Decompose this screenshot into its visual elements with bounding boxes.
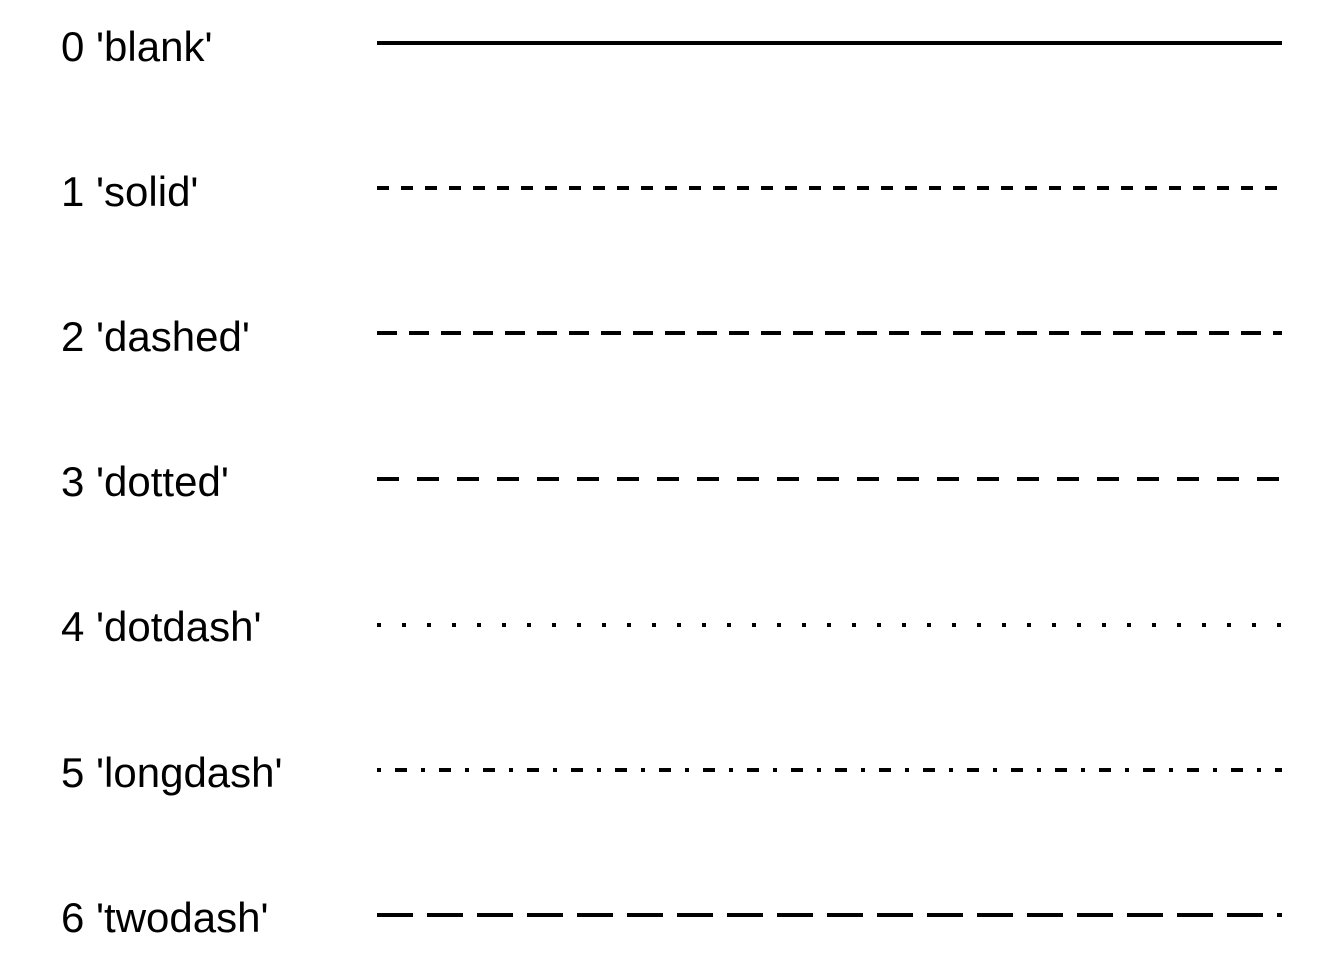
linetype-label-2: 2 'dashed' (61, 313, 250, 360)
linetype-label-5: 5 'longdash' (61, 749, 283, 796)
linetype-label-3: 3 'dotted' (61, 458, 229, 505)
linetype-row-1: 1 'solid' (61, 168, 1282, 215)
linetype-row-5: 5 'longdash' (61, 749, 1282, 796)
linetype-label-6: 6 'twodash' (61, 894, 269, 941)
linetype-row-3: 3 'dotted' (61, 458, 1282, 505)
linetype-row-4: 4 'dotdash' (61, 603, 1282, 650)
linetype-row-2: 2 'dashed' (61, 313, 1282, 360)
linetype-label-4: 4 'dotdash' (61, 603, 262, 650)
linetype-row-0: 0 'blank' (61, 23, 1282, 70)
linetype-label-0: 0 'blank' (61, 23, 212, 70)
linetype-label-1: 1 'solid' (61, 168, 198, 215)
linetype-row-6: 6 'twodash' (61, 894, 1282, 941)
